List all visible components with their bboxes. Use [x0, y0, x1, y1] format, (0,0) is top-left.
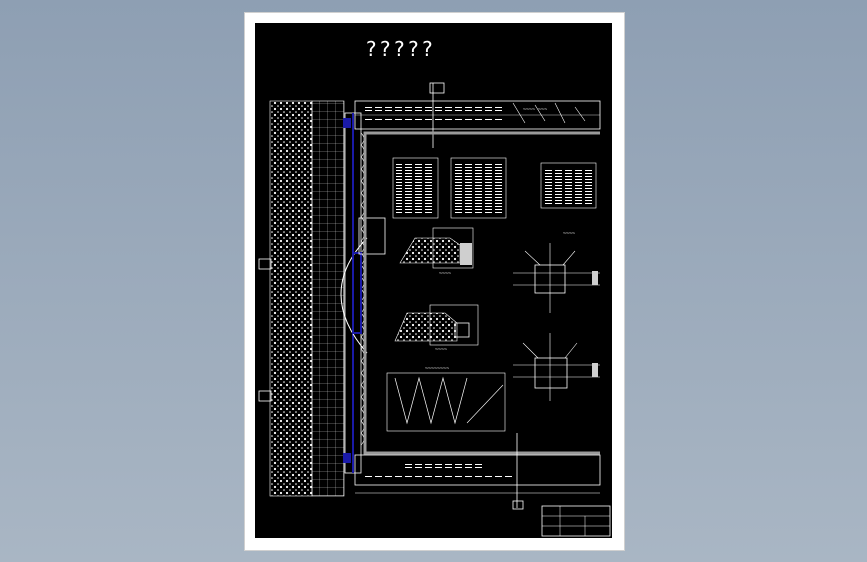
data-table-1 — [392, 157, 439, 219]
tunnel-arch — [340, 237, 368, 354]
section-detail-2: ~~~~ — [394, 304, 479, 353]
joint-detail-2 — [513, 333, 600, 401]
title-block — [541, 505, 611, 537]
grid-strip — [311, 100, 345, 497]
svg-text:~~~~ ~~~: ~~~~ ~~~ — [523, 107, 547, 113]
svg-text:~~~~: ~~~~ — [439, 271, 451, 277]
svg-text:~~~~: ~~~~ — [435, 347, 447, 353]
inner-frame — [363, 131, 600, 455]
data-table-3 — [540, 162, 597, 209]
elevation-detail: ~~~~~~~~ — [386, 366, 506, 432]
joint-detail-1: ~~~~ — [513, 231, 600, 313]
cad-drawing: ~~~~ ~~~ — [258, 82, 611, 537]
svg-text:~~~~: ~~~~ — [563, 231, 575, 237]
drawing-title: ????? — [365, 37, 436, 61]
data-table-2 — [450, 157, 507, 219]
section-detail-1: ~~~~ — [399, 227, 474, 277]
svg-text:~~~~~~~~: ~~~~~~~~ — [425, 366, 449, 372]
bottom-band — [354, 454, 601, 486]
drawing-sheet: ????? — [244, 12, 625, 551]
gravel-strip — [269, 100, 313, 497]
drawing-canvas: ????? — [255, 23, 612, 538]
